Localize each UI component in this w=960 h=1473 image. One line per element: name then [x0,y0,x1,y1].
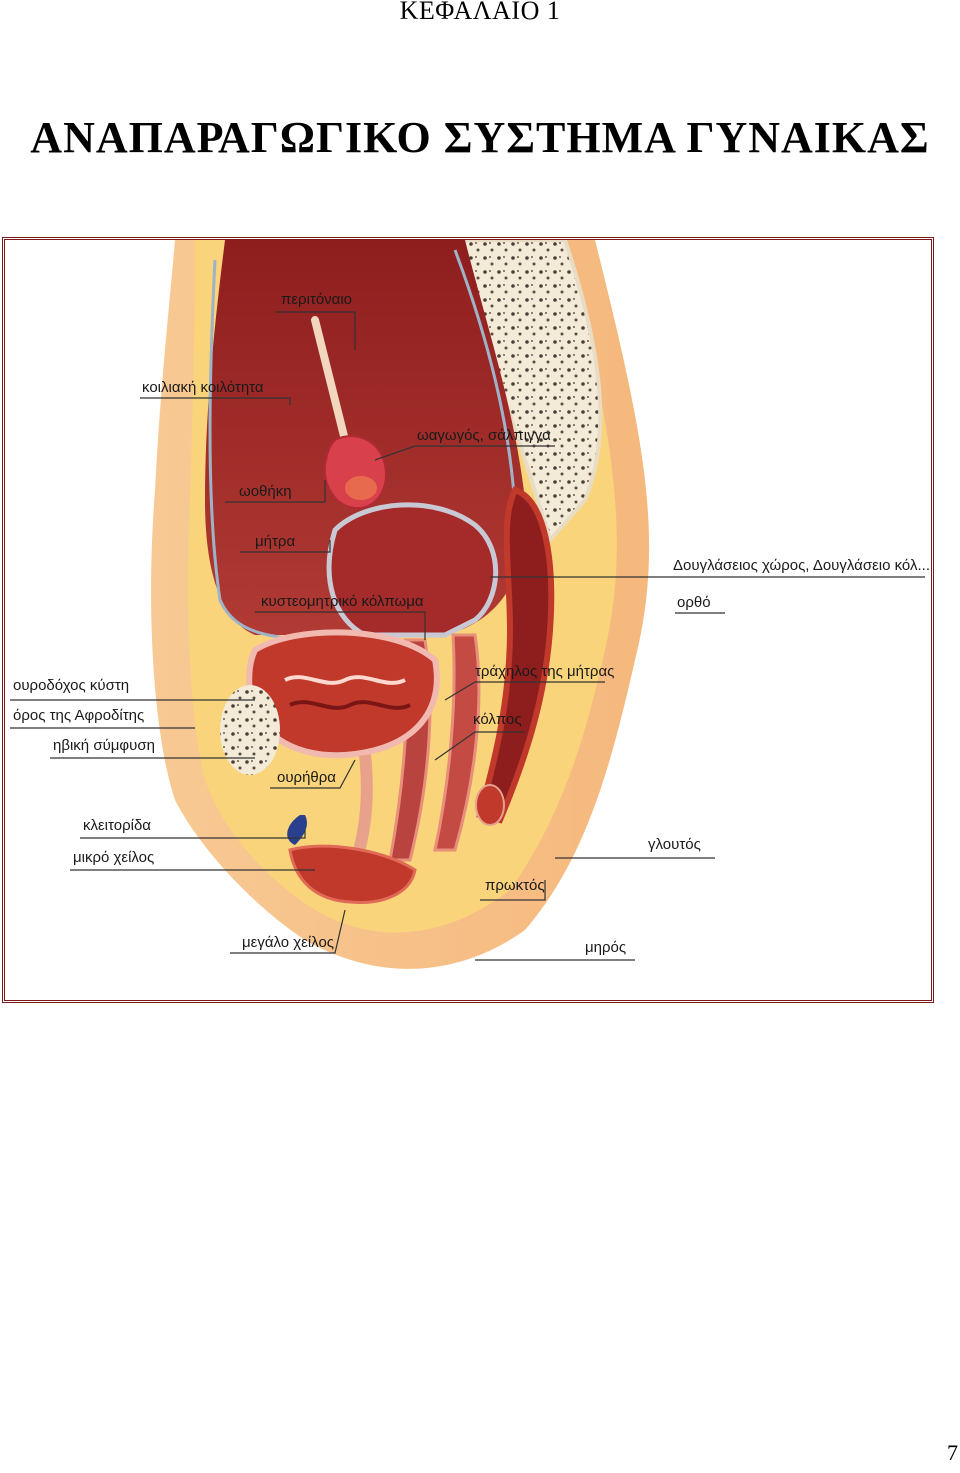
label-thigh: μηρός [585,939,626,956]
page-title: ΑΝΑΠΑΡΑΓΩΓΙΚΟ ΣΥΣΤΗΜΑ ΓΥΝΑΙΚΑΣ [30,113,930,162]
label-fallopian-tube: ωαγωγός, σάλπιγγα [417,427,551,444]
label-vagina: κόλπος [473,711,522,728]
label-mons-pubis: όρος της Αφροδίτης [13,707,144,724]
label-labia-majora: μεγάλο χείλος [242,934,334,951]
label-rectum: ορθό [677,594,711,611]
label-uterus: μήτρα [255,533,295,550]
label-buttock: γλουτός [648,836,701,853]
chapter-heading: ΚΕΦΑΛΑΙΟ 1 [399,0,561,25]
label-clitoris: κλειτορίδα [83,817,151,834]
label-anus: πρωκτός [485,877,545,894]
label-labia-minora: μικρό χείλος [73,849,154,866]
label-abdominal-cavity: κοιλιακή κοιλότητα [142,379,264,396]
page-number: 7 [947,1440,958,1465]
label-vesicouterine-pouch: κυστεομητρικό κόλπωμα [261,593,424,610]
labia-shape [288,844,417,905]
label-pubic-symphysis: ηβική σύμφυση [53,737,155,754]
pubic-bone [220,685,280,775]
uterus-shape [326,502,499,638]
label-peritoneum: περιτόναιο [281,291,352,308]
label-cervix: τράχηλος της μήτρας [475,663,614,680]
anatomy-illustration: περιτόναιο κοιλιακή κοιλότητα ωαγωγός, σ… [10,240,930,969]
anus-shape [475,784,505,826]
label-douglas-space: Δουγλάσειος χώρος, Δουγλάσειο κόλ... [673,557,930,574]
label-urethra: ουρήθρα [277,769,336,786]
anatomy-figure: περιτόναιο κοιλιακή κοιλότητα ωαγωγός, σ… [2,237,934,1003]
label-bladder: ουροδόχος κύστη [13,677,129,694]
label-ovary: ωοθήκη [239,483,292,500]
